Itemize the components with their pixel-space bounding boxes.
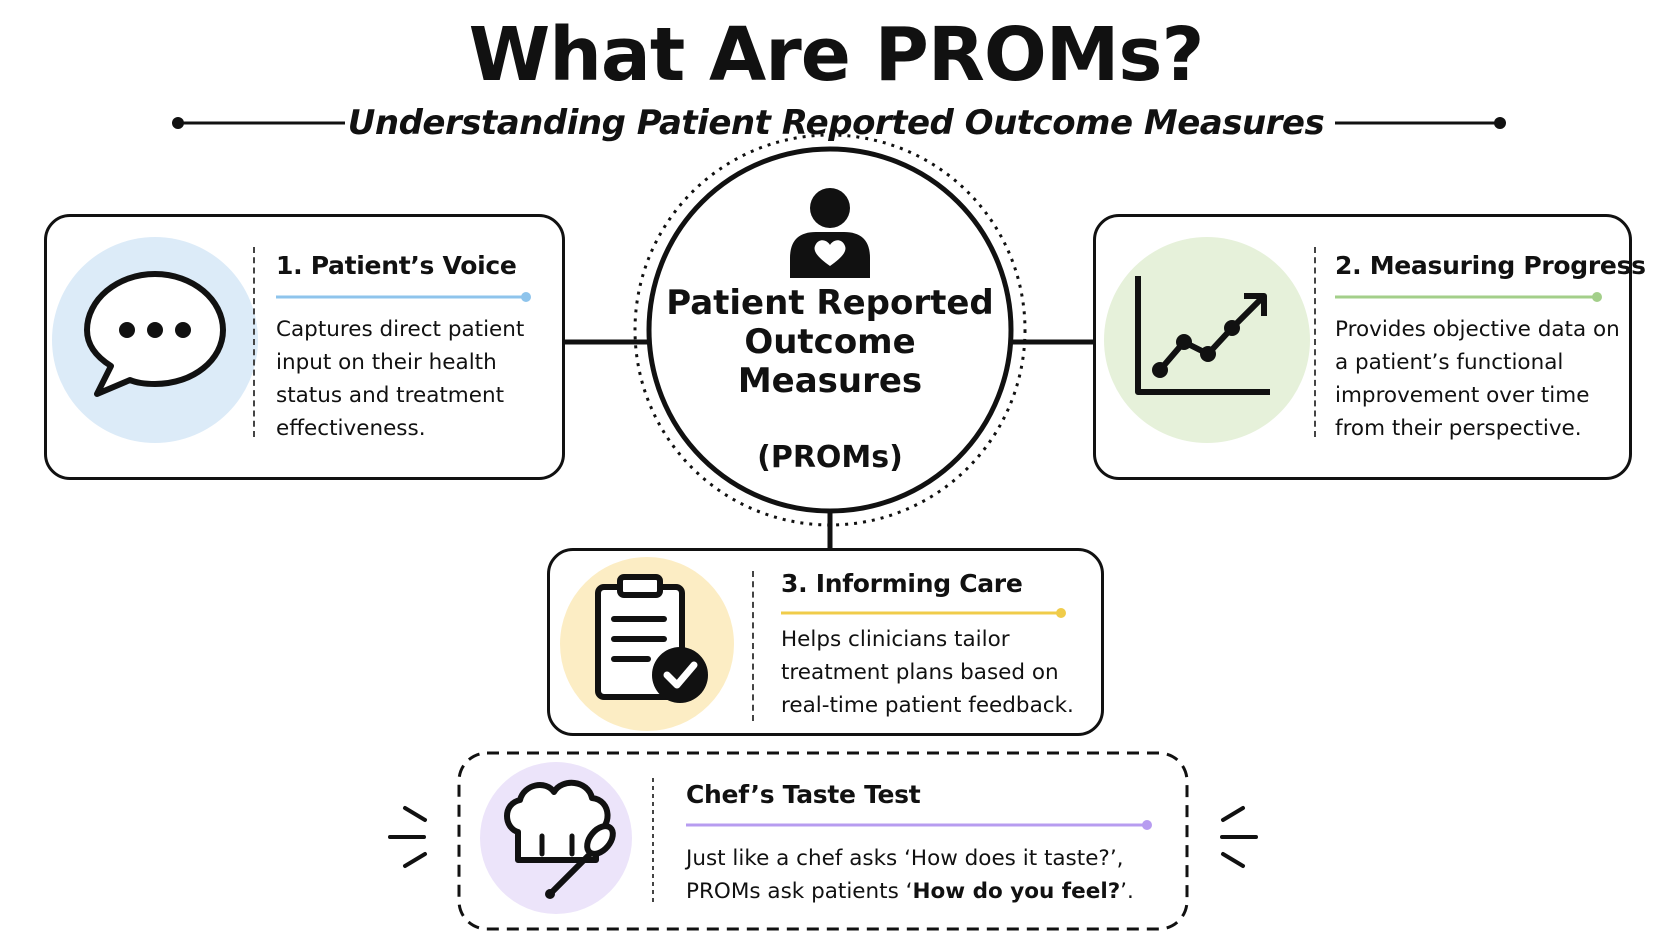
center-outer-dotted-ring — [633, 133, 1027, 527]
analogy-title: Chef’s Taste Test — [686, 780, 921, 809]
card-patients-voice: 1. Patient’s Voice Captures direct patie… — [44, 214, 565, 480]
center-title: Patient Reported Outcome Measures — [666, 283, 994, 401]
card-divider — [1314, 247, 1316, 437]
analogy-line-2-prefix: PROMs ask patients ‘ — [686, 879, 913, 904]
line-chart-icon — [1135, 276, 1270, 395]
center-abbreviation: (PROMs) — [757, 440, 903, 475]
subtitle-right-dot — [1494, 117, 1506, 129]
card-title: 1. Patient’s Voice — [276, 251, 517, 280]
analogy-body: Just like a chef asks ‘How does it taste… — [686, 842, 1166, 908]
card-informing-care: 3. Informing Care Helps clinicians tailo… — [547, 548, 1104, 736]
patient-heart-icon — [790, 188, 870, 278]
analogy-line-2: PROMs ask patients ‘How do you feel?’. — [686, 875, 1166, 908]
clipboard-check-icon — [595, 574, 708, 703]
analogy-line-1: Just like a chef asks ‘How does it taste… — [686, 846, 1124, 871]
card-divider — [752, 571, 754, 721]
burst-line — [1221, 852, 1245, 868]
card-measuring-progress: 2. Measuring Progress Provides objective… — [1093, 214, 1646, 480]
burst-line — [403, 852, 427, 868]
analogy-question: How do you feel? — [912, 879, 1121, 904]
center-circle — [646, 146, 1014, 514]
card-accent-line — [1335, 292, 1602, 302]
analogy-card-border — [457, 751, 1189, 931]
burst-line — [1221, 806, 1245, 822]
speech-bubble-icon — [84, 271, 226, 397]
page-title: What Are PROMs? — [468, 12, 1205, 98]
card-title: 3. Informing Care — [781, 569, 1023, 598]
card-divider — [253, 247, 255, 437]
card-accent-line — [276, 292, 531, 302]
burst-line — [403, 806, 427, 822]
card-body: Helps clinicians tailor treatment plans … — [781, 627, 1074, 718]
card-accent-dot — [1142, 820, 1152, 830]
card-body: Captures direct patient input on their h… — [276, 317, 525, 441]
card-title: 2. Measuring Progress — [1335, 251, 1646, 280]
chef-hat-spoon-icon — [504, 780, 616, 899]
page-subtitle: Understanding Patient Reported Outcome M… — [347, 103, 1325, 143]
card-accent-line — [781, 608, 1066, 618]
analogy-line-2-suffix: ’. — [1120, 879, 1134, 904]
card-body: Provides objective data on a patient’s f… — [1335, 317, 1620, 441]
